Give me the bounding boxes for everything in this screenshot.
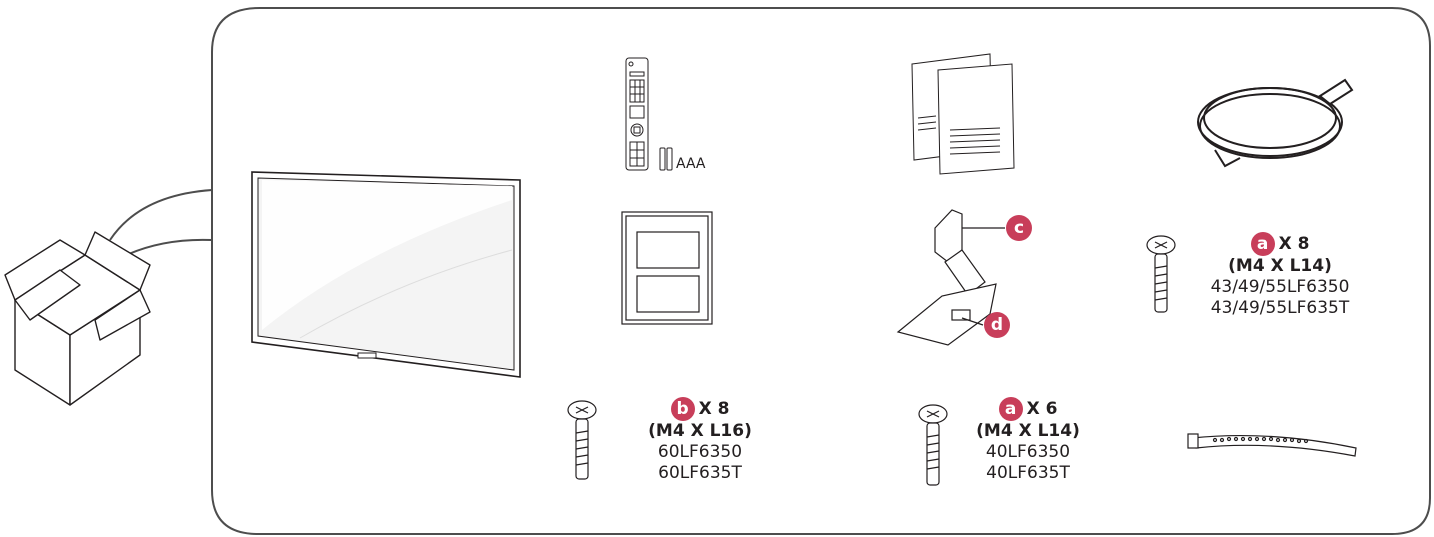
screw-a-small-qty: X 6 <box>1026 398 1058 419</box>
tv-icon <box>251 171 521 378</box>
screw-a-spec: (M4 X L14) <box>1228 256 1332 276</box>
stand-icon <box>896 209 997 346</box>
screw-a-small-model-2: 40LF635T <box>986 463 1070 483</box>
screw-a-small-badge: a <box>998 397 1023 421</box>
power-cord-icon <box>1197 78 1354 168</box>
callout-c-badge: c <box>1006 215 1032 241</box>
screw-a-small-model-1: 40LF6350 <box>985 442 1071 462</box>
setup-sheet-icon <box>621 211 713 325</box>
cable-tie-icon <box>1187 433 1357 457</box>
callout-d-badge: d <box>984 312 1010 338</box>
screw-b-badge: b <box>670 397 695 421</box>
screw-a-badge: a <box>1250 232 1275 256</box>
contents-frame <box>211 7 1431 535</box>
screw-a-model-2: 43/49/55LF635T <box>1210 298 1350 318</box>
remote-control-icon <box>625 57 649 171</box>
owners-manual-icon <box>911 53 1015 175</box>
screw-b-model-1: 60LF6350 <box>657 442 743 462</box>
screw-b-model-2: 60LF635T <box>658 463 742 483</box>
screw-b-qty: X 8 <box>698 398 730 419</box>
screw-b-icon <box>567 400 597 480</box>
screw-a-small-spec: (M4 X L14) <box>976 421 1080 441</box>
battery-icon <box>659 147 673 171</box>
screw-a-model-1: 43/49/55LF6350 <box>1210 277 1350 297</box>
battery-label: AAA <box>676 156 706 172</box>
screw-a-large-icon <box>1146 235 1176 313</box>
stand-callout-d-line <box>961 317 984 326</box>
screw-a-small-icon <box>918 404 948 486</box>
screw-a-qty: X 8 <box>1278 233 1310 254</box>
screw-b-spec: (M4 X L16) <box>648 421 752 441</box>
package-box-icon <box>4 231 151 406</box>
